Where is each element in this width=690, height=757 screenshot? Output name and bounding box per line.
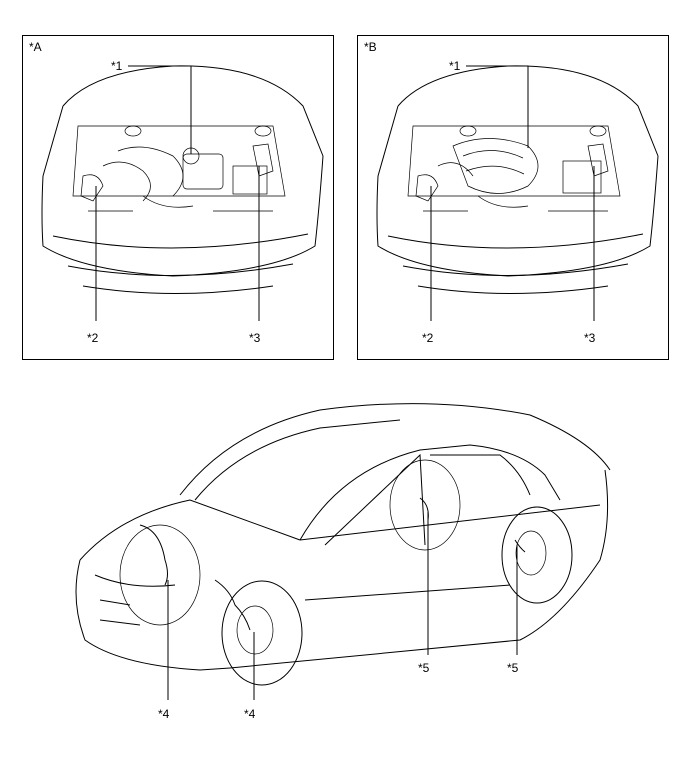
callout-5-rear-right: *5 [507,661,519,675]
engine-illustration-b [376,65,659,321]
callout-2: *2 [422,331,434,345]
callout-5-rear-left: *5 [418,661,430,675]
callout-2: *2 [87,331,99,345]
panel-b-label: *B [364,40,377,54]
callout-3: *3 [584,331,596,345]
callout-1: *1 [111,59,123,73]
engine-view-panel-b: *B *1 *2 *3 [357,35,669,360]
callout-3: *3 [249,331,261,345]
engine-view-panel-a: *A *1 *2 *3 [22,35,334,360]
callout-1: *1 [449,59,461,73]
panel-a-label: *A [29,40,42,54]
callout-4-front-left: *4 [158,707,170,721]
callout-4-front-right: *4 [244,707,256,721]
engine-illustration-a [41,65,324,321]
